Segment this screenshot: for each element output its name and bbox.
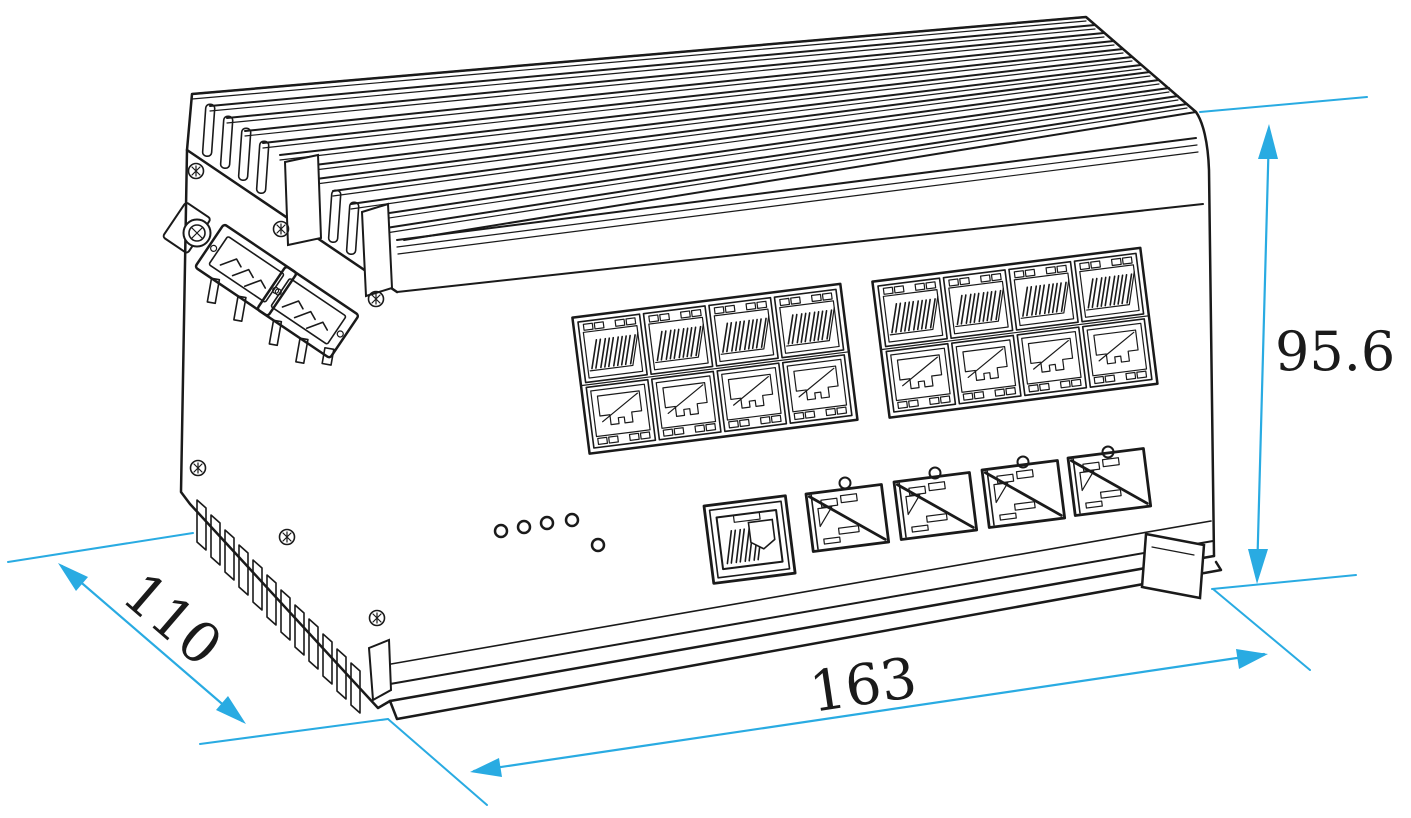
led-icon [516, 519, 532, 535]
power-terminal-2 [256, 265, 360, 366]
dimension-depth: 110 [7, 532, 389, 745]
rj45-port [950, 334, 1022, 405]
arrowhead-icon [1236, 649, 1268, 669]
screw-icon [272, 220, 290, 238]
rj45-port [585, 378, 657, 449]
dimension-depth-label: 110 [110, 560, 233, 679]
front-panel [493, 246, 1159, 585]
rj45-port [1073, 252, 1145, 323]
dimension-width: 163 [387, 588, 1311, 806]
screw-icon [278, 528, 296, 546]
power-terminal-1 [194, 223, 298, 323]
arrowhead-icon [1248, 549, 1268, 584]
dimension-annotations: 95.6 163 110 [7, 96, 1395, 806]
sfp-cage-3 [980, 459, 1067, 529]
sfp-led-icon [838, 476, 852, 490]
rj45-port [708, 296, 779, 367]
shoulder-cutout-square [283, 153, 323, 247]
arrowhead-icon [216, 696, 246, 724]
sfp-cage-2 [892, 471, 979, 541]
dimension-width-label: 163 [806, 646, 921, 726]
din-rail-clip [1140, 532, 1206, 600]
ground-stud [162, 202, 212, 254]
chassis [162, 15, 1223, 721]
led-icon [564, 512, 580, 528]
dimension-height-label: 95.6 [1275, 320, 1395, 383]
status-leds [493, 512, 606, 553]
console-port [702, 494, 797, 585]
vent-slots [196, 499, 393, 714]
sfp-led-icon [1101, 445, 1115, 459]
rj45-block-right [871, 246, 1159, 419]
rj45-port [773, 288, 845, 359]
rj45-port [942, 269, 1014, 340]
screw-icon [187, 162, 205, 180]
heatsink-fins [191, 16, 1197, 241]
sfp-led-icon [928, 466, 942, 480]
sfp-led-icon [1016, 455, 1030, 469]
rj45-block-left [571, 282, 859, 455]
arrowhead-icon [58, 563, 88, 591]
arrowhead-icon [470, 758, 502, 777]
mount-cutout [367, 638, 393, 702]
led-icon [590, 537, 606, 553]
arrowhead-icon [1258, 124, 1278, 159]
shoulder-cutout-triangle [360, 202, 394, 298]
screw-icon [367, 290, 385, 308]
screw-icon [189, 459, 207, 477]
rj45-port [885, 342, 957, 413]
rj45-port [650, 370, 722, 441]
led-icon [493, 523, 509, 539]
sfp-ports [804, 445, 1153, 553]
sfp-cage-4 [1066, 447, 1153, 517]
led-icon [539, 515, 555, 531]
screw-icon [368, 609, 386, 627]
rj45-port [642, 305, 714, 376]
chassis-outline [179, 15, 1223, 721]
rj45-port [1008, 260, 1079, 331]
heatsink-fin-ends [201, 103, 394, 298]
side-panel [162, 162, 393, 714]
dimension-height: 95.6 [1199, 96, 1395, 590]
rj45-port [1081, 318, 1153, 388]
rj45-port [1016, 326, 1088, 397]
sfp-cage-1 [804, 483, 891, 553]
rj45-port [577, 313, 648, 384]
rj45-port [781, 354, 853, 424]
rj45-port [716, 362, 788, 433]
rj45-port [877, 277, 948, 348]
